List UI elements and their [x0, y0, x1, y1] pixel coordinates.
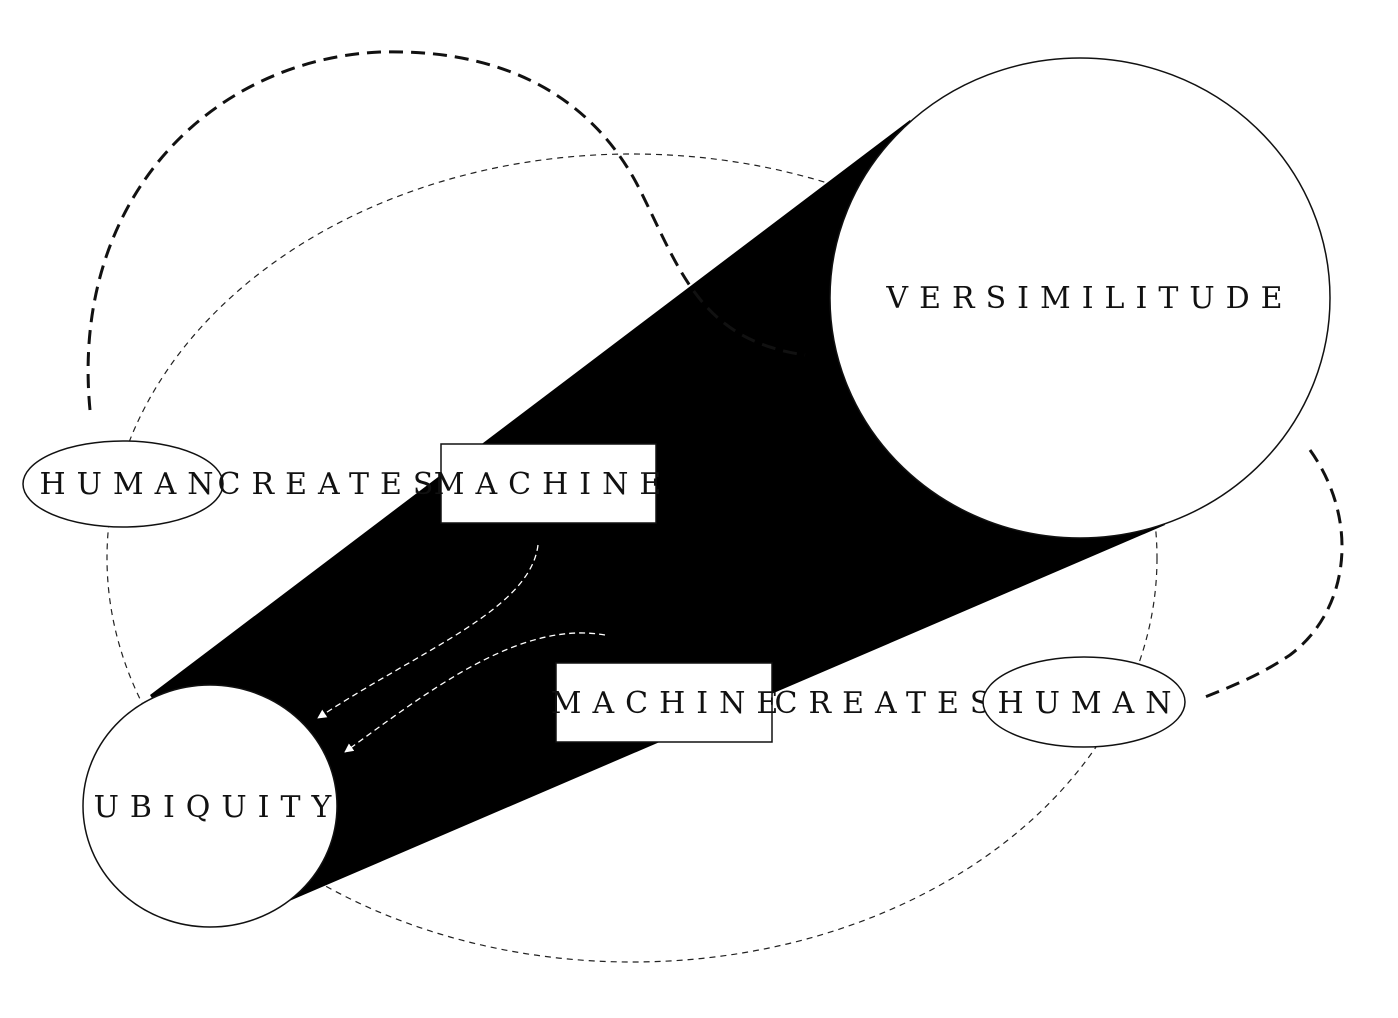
arrow-to-ubiquity-upper — [317, 544, 539, 719]
creates-label-top: CREATES — [218, 467, 445, 502]
dashed-curve-top — [86, 50, 806, 411]
human-ellipse-bottom — [982, 656, 1186, 748]
orbit-ellipse — [106, 153, 1158, 963]
machine-box-bottom — [555, 662, 773, 743]
arrow-to-ubiquity-lower — [344, 632, 606, 753]
dashed-curve-right — [1204, 449, 1344, 699]
human-ellipse-top — [22, 440, 224, 528]
machine-label-bottom: MACHINE — [551, 686, 790, 721]
ubiquity-node — [82, 684, 338, 928]
machine-box-top — [440, 443, 657, 524]
versimilitude-node — [829, 57, 1331, 539]
human-label-bottom: HUMAN — [997, 686, 1182, 721]
human-label-top: HUMAN — [39, 467, 224, 502]
versimilitude-label: VERSIMILITUDE — [885, 281, 1293, 316]
machine-label-top: MACHINE — [434, 467, 673, 502]
creates-label-bottom: CREATES — [775, 686, 1002, 721]
ubiquity-label: UBIQUITY — [94, 790, 343, 825]
